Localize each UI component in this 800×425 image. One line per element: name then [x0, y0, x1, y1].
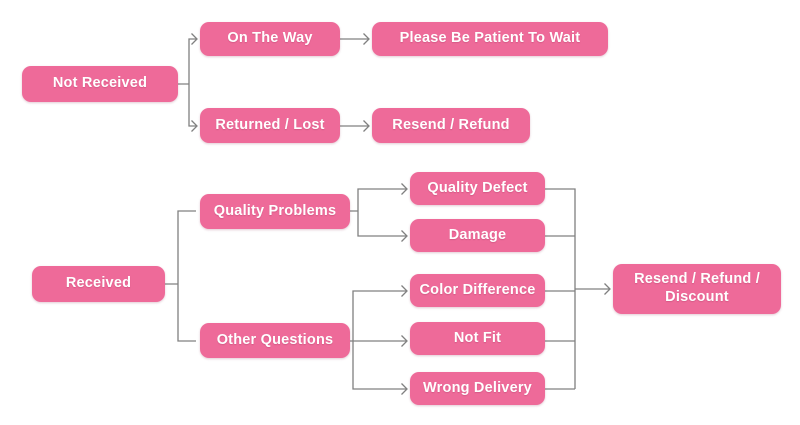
node-damage[interactable]: Damage [410, 219, 545, 252]
arrow-on-the-way-icon [191, 33, 198, 45]
node-other-questions[interactable]: Other Questions [200, 323, 350, 358]
node-quality-defect[interactable]: Quality Defect [410, 172, 545, 205]
connector-merge-bus [545, 188, 609, 390]
arrow-resend-refund-icon [363, 120, 370, 132]
connector-other-fork [350, 290, 406, 390]
arrow-quality-defect-icon [401, 183, 408, 195]
node-please-be-patient[interactable]: Please Be Patient To Wait [372, 22, 608, 56]
node-on-the-way[interactable]: On The Way [200, 22, 340, 56]
node-resend-refund[interactable]: Resend / Refund [372, 108, 530, 143]
node-quality-problems[interactable]: Quality Problems [200, 194, 350, 229]
arrow-damage-icon [401, 230, 408, 242]
node-not-fit[interactable]: Not Fit [410, 322, 545, 355]
connector-not-received-fork [178, 38, 196, 127]
arrow-color-difference-icon [401, 285, 408, 297]
node-resend-refund-discount[interactable]: Resend / Refund /Discount [613, 264, 781, 314]
arrow-not-fit-icon [401, 335, 408, 347]
arrow-returned-lost-icon [191, 120, 198, 132]
node-wrong-delivery[interactable]: Wrong Delivery [410, 372, 545, 405]
node-color-difference[interactable]: Color Difference [410, 274, 545, 307]
arrow-wrong-delivery-icon [401, 383, 408, 395]
connector-quality-fork [350, 188, 406, 237]
connector-received-fork [165, 210, 196, 342]
arrow-please-be-patient-icon [363, 33, 370, 45]
node-returned-lost[interactable]: Returned / Lost [200, 108, 340, 143]
arrow-final-outcome-icon [604, 283, 611, 295]
node-received[interactable]: Received [32, 266, 165, 302]
node-not-received[interactable]: Not Received [22, 66, 178, 102]
